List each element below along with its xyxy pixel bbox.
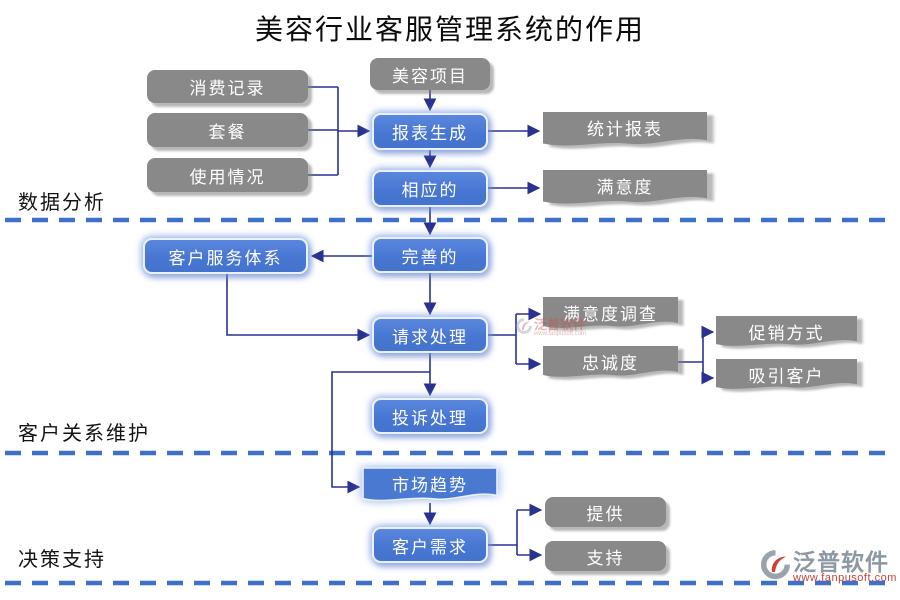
edge-needs-split	[488, 510, 518, 555]
logo-name: 泛普软件	[793, 549, 889, 575]
node-customer-needs: 客户需求	[372, 527, 488, 563]
fanpu-logo-icon	[761, 550, 790, 580]
node-support: 支持	[545, 541, 666, 571]
node-packages: 套餐	[147, 113, 308, 147]
document-shape	[363, 468, 497, 504]
node-customer-service-system: 客户服务体系	[143, 238, 308, 274]
node-beauty-projects: 美容项目	[370, 58, 490, 90]
node-satisfaction: 满意度	[543, 170, 707, 207]
node-promotion-methods: 促销方式	[716, 316, 857, 349]
edge-request-to-market	[331, 371, 430, 494]
document-shape	[716, 316, 857, 346]
edge-inputs-merge	[308, 86, 339, 176]
node-perfect: 完善的	[372, 237, 488, 273]
page-title: 美容行业客服管理系统的作用	[254, 15, 645, 46]
node-corresponding: 相应的	[372, 170, 488, 207]
section-label-customer-relationship: 客户关系维护	[18, 423, 150, 445]
section-dividers	[5, 217, 895, 586]
edge-loyalty-split	[678, 332, 704, 378]
logo-url: www.fanpusoft.com	[793, 572, 897, 584]
edge-service-system-to-request	[226, 274, 371, 342]
node-complaint-handling: 投诉处理	[372, 398, 488, 434]
flow-edges	[226, 86, 715, 562]
document-shape	[543, 297, 678, 328]
document-shape	[543, 170, 707, 204]
node-market-trends: 市场趋势	[363, 468, 497, 504]
fanpu-logo: 泛普软件 www.fanpusoft.com	[761, 550, 897, 584]
document-shape	[716, 359, 857, 389]
node-loyalty: 忠诚度	[543, 346, 678, 380]
node-statistical-reports: 统计报表	[543, 112, 707, 149]
node-consumption-records: 消费记录	[147, 70, 308, 103]
edge-request-split	[488, 314, 517, 364]
node-provide: 提供	[545, 497, 666, 527]
node-satisfaction-survey: 满意度调查	[543, 297, 678, 331]
node-attract-customers: 吸引客户	[716, 359, 857, 392]
document-shape	[543, 346, 678, 377]
node-request-handling: 请求处理	[372, 317, 488, 353]
document-shape	[543, 112, 707, 146]
section-label-decision-support: 决策支持	[18, 549, 106, 571]
section-label-data-analysis: 数据分析	[18, 192, 106, 214]
node-report-generation: 报表生成	[372, 113, 488, 150]
node-usage-status: 使用情况	[147, 158, 308, 192]
